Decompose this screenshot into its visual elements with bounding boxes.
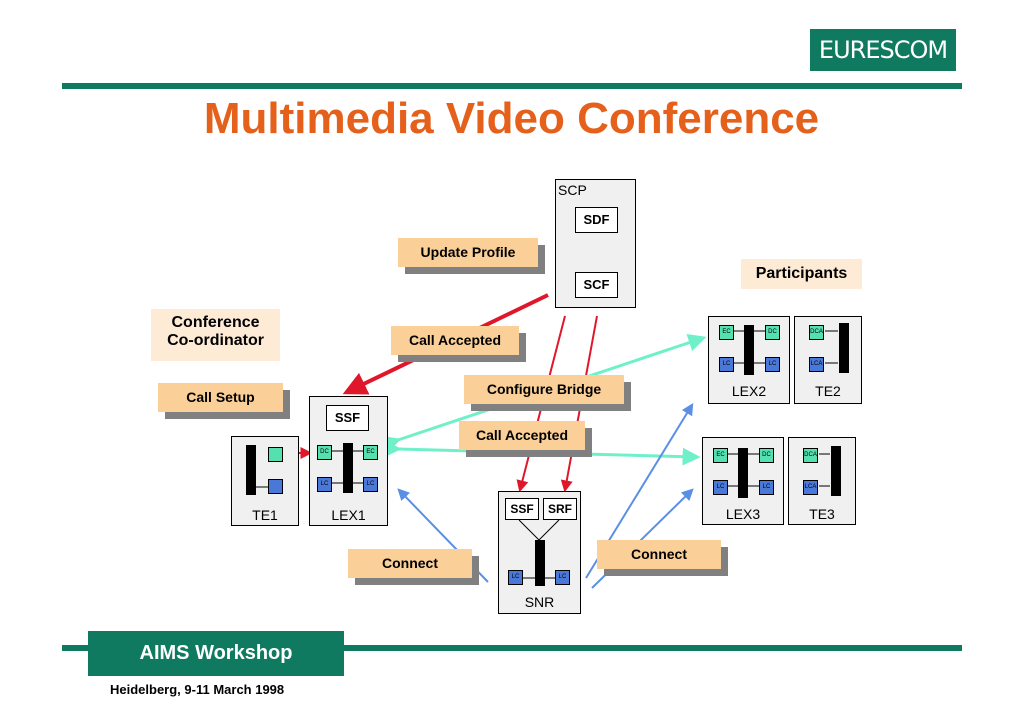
lex2-node: EC DC LC LC LEX2 — [708, 316, 790, 404]
workshop-banner: AIMS Workshop — [88, 631, 344, 676]
te1-label: TE1 — [252, 507, 278, 523]
lex3-lc-port-right: LC — [759, 480, 774, 495]
snr-lc-port-left: LC — [508, 570, 523, 585]
update-profile-callout: Update Profile — [398, 238, 538, 267]
lex1-node: SSF DC EC LC LC LEX1 — [309, 396, 388, 526]
lex2-bus — [744, 325, 754, 375]
lex3-ec-port: EC — [713, 448, 728, 463]
lex1-bus — [343, 443, 353, 493]
arrow-snr-to-lex3 — [591, 488, 694, 589]
configure-bridge-callout: Configure Bridge — [464, 375, 624, 404]
lex1-ssf-function: SSF — [326, 405, 369, 431]
te1-node: TE1 — [231, 436, 299, 526]
lex1-ec-port: EC — [363, 445, 378, 460]
te2-lca-port: LCA — [809, 357, 824, 372]
te1-dc-port — [268, 447, 283, 462]
te3-dca-port: DCA — [803, 448, 818, 463]
footer-rule-left — [62, 645, 88, 651]
te2-dca-port: DCA — [809, 325, 824, 340]
lex3-label: LEX3 — [725, 506, 761, 522]
snr-node: SSF SRF LC LC SNR — [498, 491, 581, 614]
lex1-label: LEX1 — [331, 507, 366, 523]
lex2-lc-port-right: LC — [765, 357, 780, 372]
lex2-dc-port: DC — [765, 325, 780, 340]
arrow-lex1-to-lex3 — [383, 439, 701, 466]
call-setup-callout: Call Setup — [158, 383, 283, 412]
lex3-dc-port: DC — [759, 448, 774, 463]
connect-callout-left: Connect — [348, 549, 472, 578]
arrow-snr-to-lex1 — [397, 488, 489, 583]
snr-ssf-function: SSF — [505, 498, 539, 520]
te3-node: DCA LCA TE3 — [788, 437, 856, 525]
conference-coordinator-line2: Co-ordinator — [167, 332, 264, 349]
eurescom-logo: EURESCOM — [810, 29, 956, 71]
lex3-bus — [738, 448, 748, 498]
te1-bus — [246, 445, 256, 495]
call-accepted-callout-mid: Call Accepted — [459, 421, 585, 450]
connect-callout-right: Connect — [597, 540, 721, 569]
participants-note: Participants — [741, 259, 862, 289]
scp-node: SCP SDF SCF — [555, 179, 636, 308]
snr-bus — [535, 540, 545, 586]
lex2-label: LEX2 — [731, 383, 767, 399]
lex1-lc-port-right: LC — [363, 477, 378, 492]
lex1-lc-port-left: LC — [317, 477, 332, 492]
conference-coordinator-line1: Conference — [171, 314, 260, 331]
te2-bus — [839, 323, 849, 373]
te2-node: DCA LCA TE2 — [794, 316, 862, 404]
slide-title: Multimedia Video Conference — [203, 94, 820, 143]
scf-function: SCF — [575, 272, 618, 298]
call-accepted-callout-top: Call Accepted — [391, 326, 519, 355]
sdf-function: SDF — [575, 207, 618, 233]
lex1-dc-port: DC — [317, 445, 332, 460]
lex2-ec-port: EC — [719, 325, 734, 340]
te3-bus — [831, 446, 841, 496]
te1-lc-port — [268, 479, 283, 494]
snr-lc-port-right: LC — [555, 570, 570, 585]
te3-lca-port: LCA — [803, 480, 818, 495]
conference-coordinator-note: Conference Co-ordinator — [151, 309, 280, 361]
te2-label: TE2 — [815, 383, 841, 399]
header-rule — [62, 83, 962, 89]
lex2-lc-port-left: LC — [719, 357, 734, 372]
footer-rule-right — [344, 645, 962, 651]
scp-label: SCP — [558, 182, 587, 198]
lex3-node: EC DC LC LC LEX3 — [702, 437, 784, 525]
te3-label: TE3 — [809, 506, 835, 522]
lex3-lc-port-left: LC — [713, 480, 728, 495]
snr-srf-function: SRF — [543, 498, 577, 520]
snr-label: SNR — [524, 594, 555, 610]
event-date-location: Heidelberg, 9-11 March 1998 — [110, 682, 285, 697]
